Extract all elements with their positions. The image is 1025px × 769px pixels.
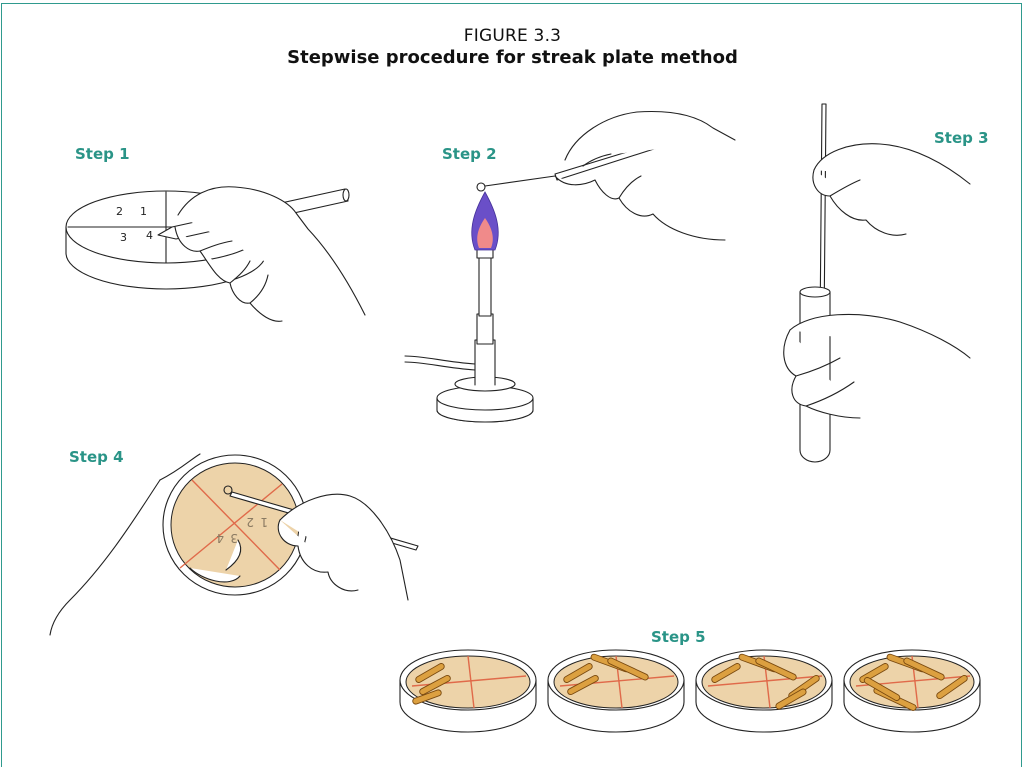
hand [175,187,365,322]
plate-stage-3 [696,650,832,732]
sector-number-2: 2 [246,515,254,529]
upper-hand [813,144,970,235]
step-3-illustration [770,100,980,470]
sector-number-1: 1 [140,205,147,218]
bunsen-burner [405,248,533,422]
sector-number-3: 3 [120,231,127,244]
step-4-illustration: 2 1 3 4 [30,450,430,645]
figure-label: FIGURE 3.3 [0,26,1025,46]
flame [472,192,499,250]
step-2-illustration [405,80,745,425]
plate-stage-4 [844,650,980,732]
figure-title: Stepwise procedure for streak plate meth… [0,47,1025,68]
sector-number-1: 1 [260,515,268,529]
hand [555,112,735,240]
step-1-label: Step 1 [75,145,130,163]
sector-number-4: 4 [216,531,224,545]
sector-number-4: 4 [146,229,153,242]
step-5-illustration [398,640,983,740]
lower-hand [784,314,970,418]
sector-number-2: 2 [116,205,123,218]
right-hand [278,494,408,600]
plate-stage-1 [400,650,536,732]
plate-stage-2 [548,650,684,732]
step-1-illustration: 2 1 3 4 [60,165,370,340]
